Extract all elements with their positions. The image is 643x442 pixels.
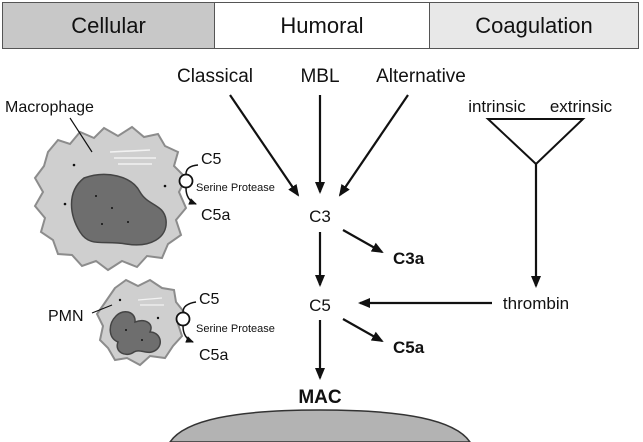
label-mbl: MBL [300,66,339,87]
pmn-protease-receptor [175,311,191,327]
macrophage-c5a-release-arrow [185,187,197,205]
macrophage-pointer-line [69,117,93,153]
macrophage-c5-label: C5 [201,151,222,168]
coagulation-convergence-triangle [485,118,586,166]
pmn-c5a-release-arrow [182,325,194,343]
pmn-cell [95,278,186,367]
label-pmn: PMN [48,308,84,325]
header-cellular: Cellular [3,3,215,48]
node-c3a: C3a [393,249,425,268]
pmn-pointer-line [91,304,113,314]
target-membrane [169,409,471,442]
label-intrinsic: intrinsic [468,97,526,116]
pmn-c5-label: C5 [199,291,220,308]
label-thrombin: thrombin [503,294,569,313]
arrow-classical-to-c3 [229,94,300,197]
node-c5: C5 [309,296,331,315]
macrophage-c5a-label: C5a [201,207,230,224]
label-classical: Classical [177,66,253,87]
node-c3: C3 [309,207,331,226]
pmn-nucleus [109,311,161,356]
macrophage-nucleus [70,173,167,246]
macrophage-c5-binding-line [185,164,199,175]
header-humoral: Humoral [215,3,430,48]
macrophage-protease-label: Serine Protease [196,182,275,194]
pmn-protease-label: Serine Protease [196,323,275,335]
header-coagulation: Coagulation [430,3,638,48]
label-macrophage: Macrophage [5,99,94,116]
macrophage-protease-receptor [178,173,194,189]
compartment-header: Cellular Humoral Coagulation [2,2,639,49]
label-extrinsic: extrinsic [550,97,613,116]
pmn-c5-binding-line [182,301,197,313]
arrow-alternative-to-c3 [338,94,409,197]
node-mac: MAC [298,387,342,408]
arrow-c5-to-c5a [342,318,384,342]
node-c5a: C5a [393,338,425,357]
label-alternative: Alternative [376,66,466,87]
arrow-c3-to-c3a [342,229,384,253]
macrophage-cell [33,125,188,272]
pmn-c5a-label: C5a [199,347,228,364]
